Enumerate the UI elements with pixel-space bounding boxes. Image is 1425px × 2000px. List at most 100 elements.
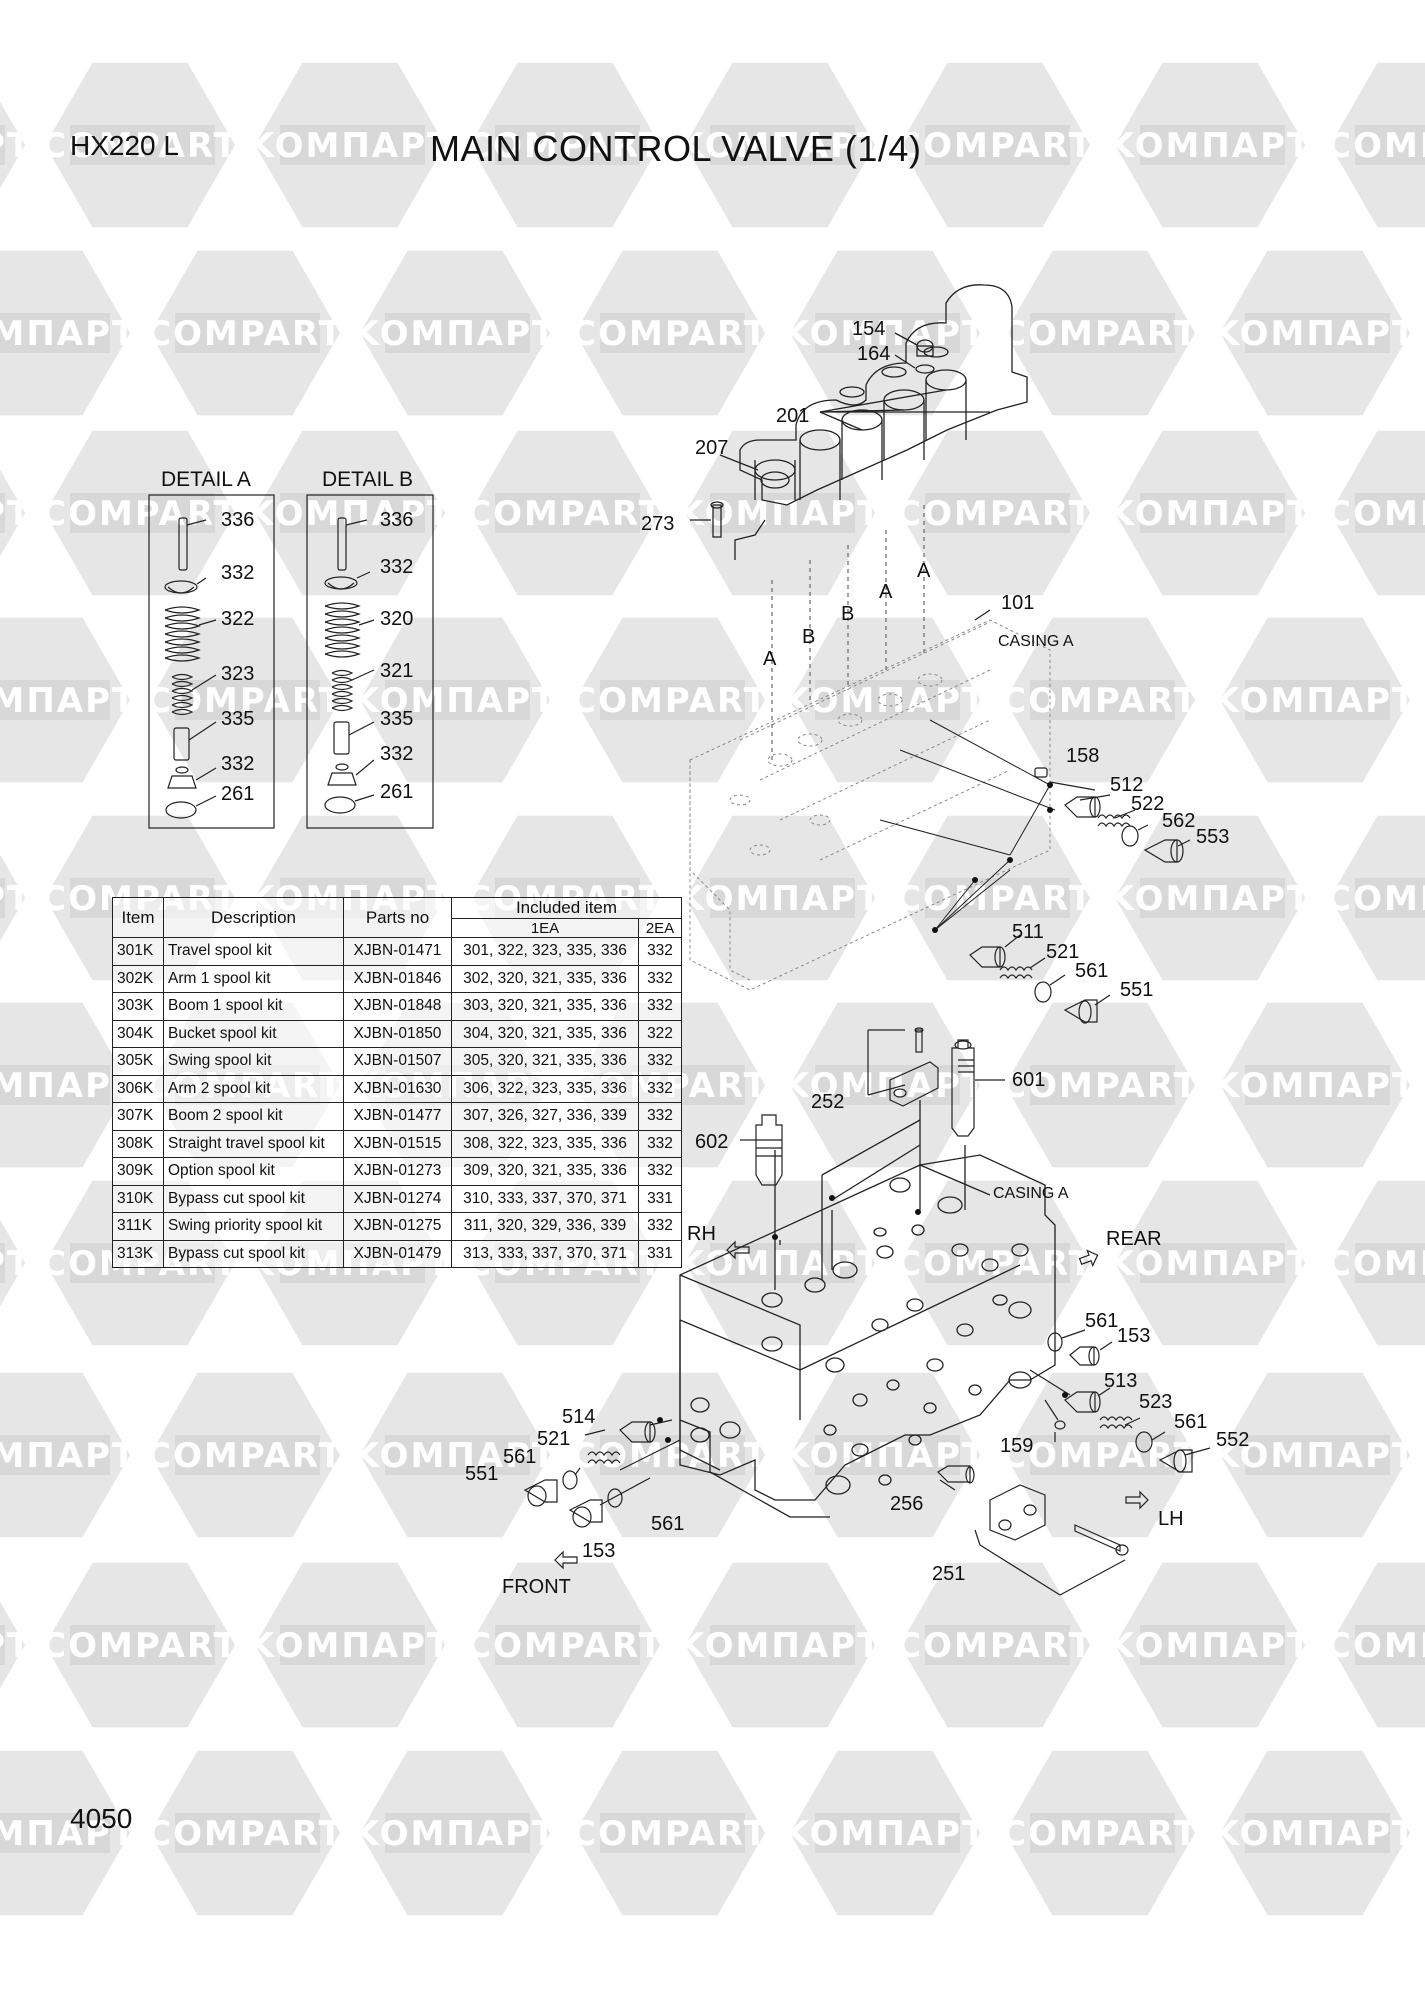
callout-512: 512 bbox=[1110, 774, 1143, 796]
watermark-text: KOMПАРТ bbox=[1108, 126, 1312, 166]
watermark-text: KOMПАРТ bbox=[1213, 1814, 1417, 1854]
watermark-band bbox=[495, 125, 640, 165]
callout-158: 158 bbox=[1066, 745, 1099, 767]
watermark-text: COMPART bbox=[146, 314, 344, 354]
watermark-band bbox=[495, 1625, 640, 1665]
watermark-text: COMPART bbox=[571, 1814, 769, 1854]
watermark-text: COMPART bbox=[41, 126, 239, 166]
watermark-band bbox=[600, 313, 745, 353]
cell-description: Swing priority spool kit bbox=[163, 1212, 344, 1241]
watermark-band bbox=[0, 125, 5, 165]
callout-b-335: 335 bbox=[380, 708, 413, 730]
detail-a-parts bbox=[164, 517, 217, 819]
cell-included-1ea: 311, 320, 329, 336, 339 bbox=[451, 1212, 639, 1241]
watermark-text: COMPART bbox=[571, 681, 769, 721]
callout-a-336: 336 bbox=[221, 509, 254, 531]
block-251-parts bbox=[937, 1465, 1129, 1596]
watermark-band bbox=[710, 125, 855, 165]
watermark-band bbox=[385, 313, 530, 353]
watermark-band bbox=[925, 878, 1070, 918]
callout-a-261: 261 bbox=[221, 783, 254, 805]
watermark-band bbox=[280, 1625, 425, 1665]
cell-included-2ea: 332 bbox=[638, 1074, 682, 1103]
callout-a-332b: 332 bbox=[221, 753, 254, 775]
direction-rh: RH bbox=[687, 1223, 716, 1245]
watermark-text: KOMПАРТ bbox=[1213, 1436, 1417, 1476]
callout-601: 601 bbox=[1012, 1069, 1045, 1091]
callout-562: 562 bbox=[1162, 810, 1195, 832]
cell-included-2ea: 332 bbox=[638, 1212, 682, 1241]
detail-a-title: DETAIL A bbox=[161, 468, 251, 491]
callout-153-r: 153 bbox=[1117, 1325, 1150, 1347]
cell-included-2ea: 331 bbox=[638, 1184, 682, 1213]
watermark-text: COMPART bbox=[896, 126, 1094, 166]
cell-item: 310K bbox=[112, 1184, 164, 1213]
watermark-band bbox=[1245, 1813, 1390, 1853]
watermark-text: KOMПАРТ bbox=[1213, 314, 1417, 354]
watermark-text: COMPART bbox=[571, 314, 769, 354]
watermark-text: KOMПАРТ bbox=[0, 314, 137, 354]
watermark-text: KOMПАРТ bbox=[0, 879, 32, 919]
callout-561-l: 561 bbox=[503, 1446, 536, 1468]
page-title: MAIN CONTROL VALVE (1/4) bbox=[430, 128, 922, 169]
watermark-band bbox=[1030, 1813, 1175, 1853]
leader-lines-top bbox=[879, 719, 1056, 931]
cell-included-1ea: 301, 322, 323, 335, 336 bbox=[451, 937, 639, 966]
watermark-hexagon bbox=[0, 469, 25, 557]
watermark-band bbox=[0, 1065, 110, 1105]
watermark-band bbox=[495, 493, 640, 533]
watermark-band bbox=[0, 878, 5, 918]
watermark-text: KOMПАРТ bbox=[0, 494, 32, 534]
watermark-text: COMPART bbox=[896, 494, 1094, 534]
cell-included-1ea: 309, 320, 321, 335, 336 bbox=[451, 1157, 639, 1186]
cell-description: Bucket spool kit bbox=[163, 1019, 344, 1048]
cell-included-2ea: 322 bbox=[638, 1019, 682, 1048]
watermark-text: COMPART bbox=[1326, 1244, 1425, 1284]
callout-251: 251 bbox=[932, 1563, 965, 1585]
rh-arrow bbox=[726, 1240, 750, 1260]
watermark-text: COMPART bbox=[466, 1626, 664, 1666]
watermark-text: COMPART bbox=[1001, 681, 1199, 721]
watermark-band bbox=[710, 878, 855, 918]
col-parts-no: Parts no bbox=[343, 897, 452, 938]
lower-left-parts bbox=[523, 1419, 681, 1528]
callout-553: 553 bbox=[1196, 826, 1229, 848]
watermark-text: KOMПАРТ bbox=[783, 1436, 987, 1476]
lower-right-parts bbox=[1029, 1329, 1211, 1473]
watermark-band bbox=[1245, 313, 1390, 353]
watermark-text: COMPART bbox=[1001, 1436, 1199, 1476]
callout-a-332: 332 bbox=[221, 562, 254, 584]
cell-item: 306K bbox=[112, 1074, 164, 1103]
callout-561-r2: 561 bbox=[1174, 1411, 1207, 1433]
callout-a-322: 322 bbox=[221, 608, 254, 630]
cell-parts-no: XJBN-01479 bbox=[343, 1239, 452, 1268]
watermark-band bbox=[1355, 878, 1425, 918]
watermark-text: COMPART bbox=[1001, 1814, 1199, 1854]
cell-description: Option spool kit bbox=[163, 1157, 344, 1186]
watermark-band bbox=[600, 680, 745, 720]
watermark-text: KOMПАРТ bbox=[678, 494, 882, 534]
cell-description: Bypass cut spool kit bbox=[163, 1239, 344, 1268]
watermark-text: KOMПАРТ bbox=[0, 1814, 137, 1854]
callout-164: 164 bbox=[857, 343, 890, 365]
cell-parts-no: XJBN-01515 bbox=[343, 1129, 452, 1158]
callout-b-332b: 332 bbox=[380, 743, 413, 765]
front-arrow bbox=[554, 1550, 578, 1570]
watermark-text: COMPART bbox=[466, 126, 664, 166]
watermark-band bbox=[815, 680, 960, 720]
watermark-band bbox=[0, 680, 110, 720]
watermark-band bbox=[925, 1625, 1070, 1665]
watermark-band bbox=[710, 493, 855, 533]
watermark-text: KOMПАРТ bbox=[1108, 1244, 1312, 1284]
cell-included-1ea: 310, 333, 337, 370, 371 bbox=[451, 1184, 639, 1213]
direction-lh: LH bbox=[1158, 1508, 1184, 1530]
cell-parts-no: XJBN-01850 bbox=[343, 1019, 452, 1048]
cell-item: 304K bbox=[112, 1019, 164, 1048]
casing-ports bbox=[690, 1177, 1032, 1495]
